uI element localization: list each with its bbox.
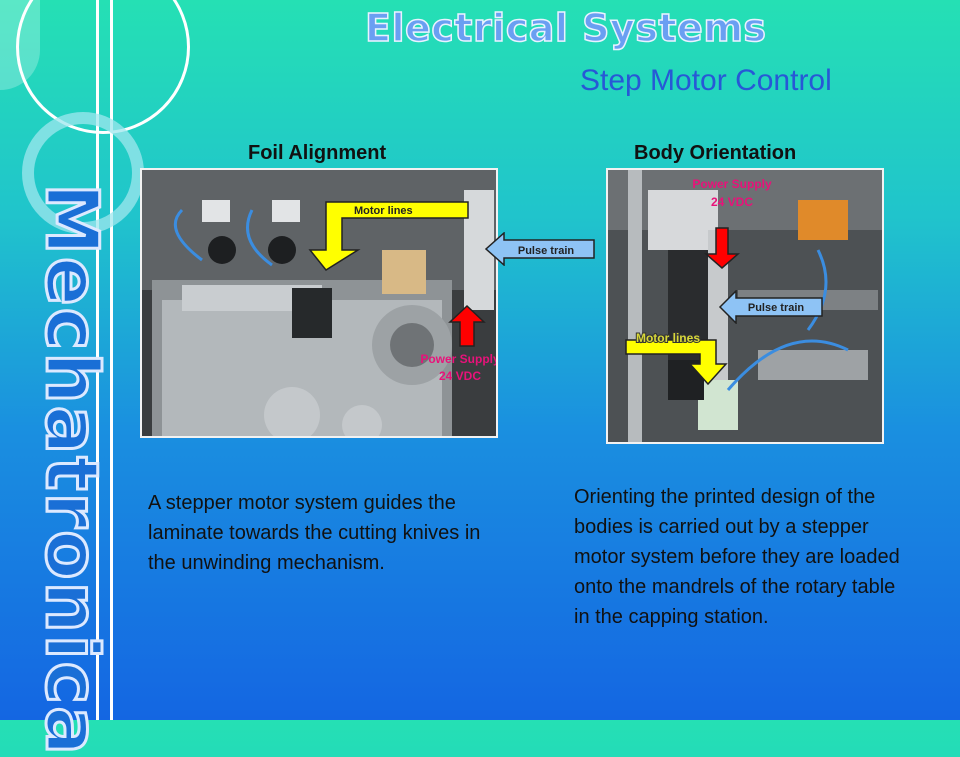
left-motor-lines-label: Motor lines	[354, 205, 413, 217]
left-caption: A stepper motor system guides the lamina…	[148, 492, 481, 574]
right-pulse-train-arrow: Pulse train	[718, 290, 823, 324]
left-power-supply-label: Power Supply	[420, 352, 496, 366]
side-text-mechatronica: Mechatronica	[29, 182, 116, 757]
foil-alignment-photo: Motor lines Power Supply 24 VDC	[140, 168, 498, 438]
decorative-vertical-line-2	[110, 0, 113, 720]
left-pulse-train-label: Pulse train	[518, 245, 575, 257]
right-voltage-label: 24 VDC	[711, 195, 753, 209]
right-caption: Orienting the printed design of the bodi…	[574, 486, 900, 628]
slide-title: Electrical Systems	[364, 5, 767, 51]
right-motor-lines-label: Motor lines	[636, 331, 700, 345]
decorative-vertical-line-1	[96, 0, 99, 720]
right-heading: Body Orientation	[634, 142, 797, 164]
left-voltage-label: 24 VDC	[439, 369, 481, 383]
left-pulse-train-arrow: Pulse train	[484, 232, 595, 266]
right-power-supply-label: Power Supply	[692, 177, 772, 191]
left-heading: Foil Alignment	[248, 142, 387, 164]
decorative-circle-large	[16, 0, 190, 134]
right-pulse-train-label: Pulse train	[748, 302, 805, 314]
slide-subtitle: Step Motor Control	[580, 64, 832, 97]
